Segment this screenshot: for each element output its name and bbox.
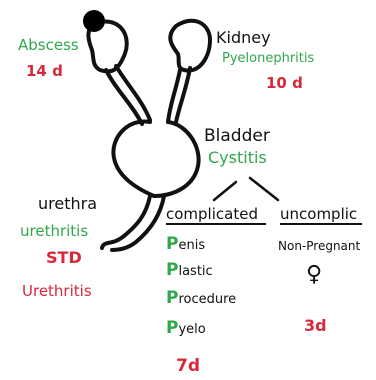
uncomplicated-heading: uncomplic — [280, 207, 357, 222]
mnemonic-item: Procedure — [166, 290, 236, 307]
mnemonic-initial: P — [166, 260, 178, 280]
complicated-duration: 7d — [176, 358, 200, 375]
right-ureter — [168, 68, 190, 122]
complicated-heading: complicated — [166, 207, 258, 222]
mnemonic-rest: yelo — [178, 322, 205, 337]
mnemonic-item: Pyelo — [166, 320, 206, 337]
mnemonic-rest: lastic — [178, 264, 212, 279]
mnemonic-rest: rocedure — [178, 292, 236, 307]
bladder-label: Bladder — [204, 128, 270, 145]
bladder-shape — [113, 122, 198, 196]
abscess-duration: 14 d — [26, 64, 63, 79]
left-ureter — [106, 66, 150, 124]
urethritis-label: urethritis — [20, 224, 88, 239]
mnemonic-initial: P — [166, 318, 178, 338]
non-pregnant-label: Non-Pregnant — [278, 240, 360, 252]
cystitis-label: Cystitis — [208, 150, 267, 166]
mnemonic-initial: P — [166, 288, 178, 308]
pyelonephritis-duration: 10 d — [266, 76, 303, 91]
mnemonic-rest: enis — [178, 238, 205, 253]
female-symbol-icon: ♀ — [306, 264, 322, 286]
abscess-dot — [83, 10, 105, 32]
kidney-label: Kidney — [216, 30, 271, 46]
mnemonic-initial: P — [166, 234, 178, 254]
urethra-tube — [102, 196, 164, 250]
pyelonephritis-label: Pyelonephritis — [222, 52, 314, 65]
branch-uncomplicated — [250, 178, 278, 200]
branch-complicated — [214, 182, 236, 200]
abscess-label: Abscess — [18, 38, 79, 53]
mnemonic-item: Plastic — [166, 262, 213, 279]
std-label: STD — [46, 250, 82, 266]
right-kidney — [170, 21, 210, 71]
mnemonic-item: Penis — [166, 236, 205, 253]
std-urethritis-label: Urethritis — [22, 284, 92, 299]
urethra-label: urethra — [38, 196, 97, 212]
uncomplicated-duration: 3d — [304, 318, 327, 334]
